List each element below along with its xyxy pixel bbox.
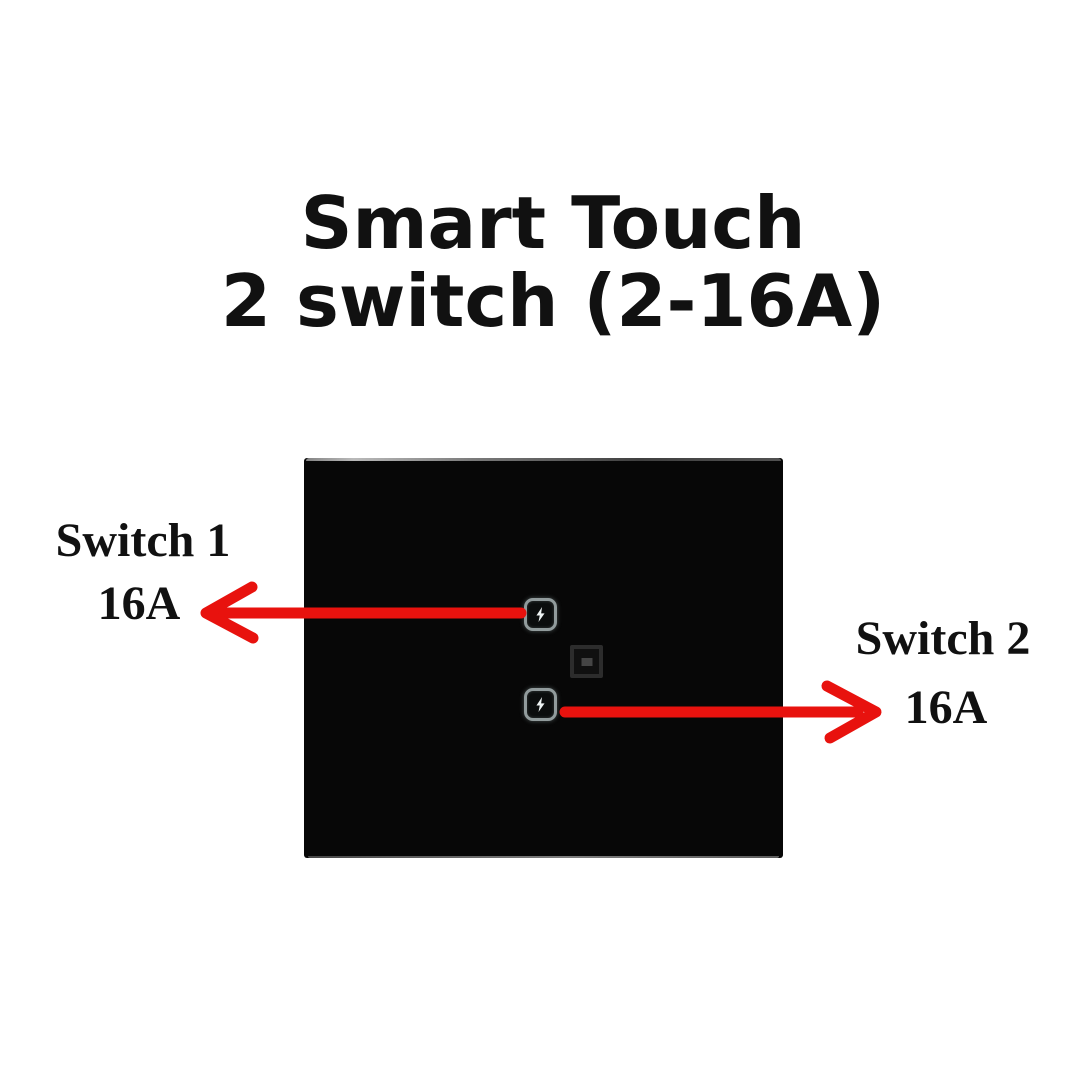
product-title-line1: Smart Touch	[300, 181, 806, 265]
switch-1-touch-button	[524, 598, 557, 631]
product-title-line2: 2 switch (2-16A)	[220, 259, 886, 343]
switch-1-label: Switch 1	[55, 514, 231, 567]
switch-2-rating: 16A	[904, 681, 988, 734]
switch-panel-image	[304, 458, 783, 858]
product-title: Smart Touch 2 switch (2-16A)	[221, 184, 885, 340]
switch-1-rating: 16A	[97, 577, 181, 630]
lightning-bolt-icon	[536, 697, 545, 712]
switch-2-touch-button	[524, 688, 557, 721]
status-indicator	[570, 645, 603, 678]
lightning-bolt-icon	[536, 607, 545, 622]
switch-2-label: Switch 2	[855, 612, 1031, 665]
